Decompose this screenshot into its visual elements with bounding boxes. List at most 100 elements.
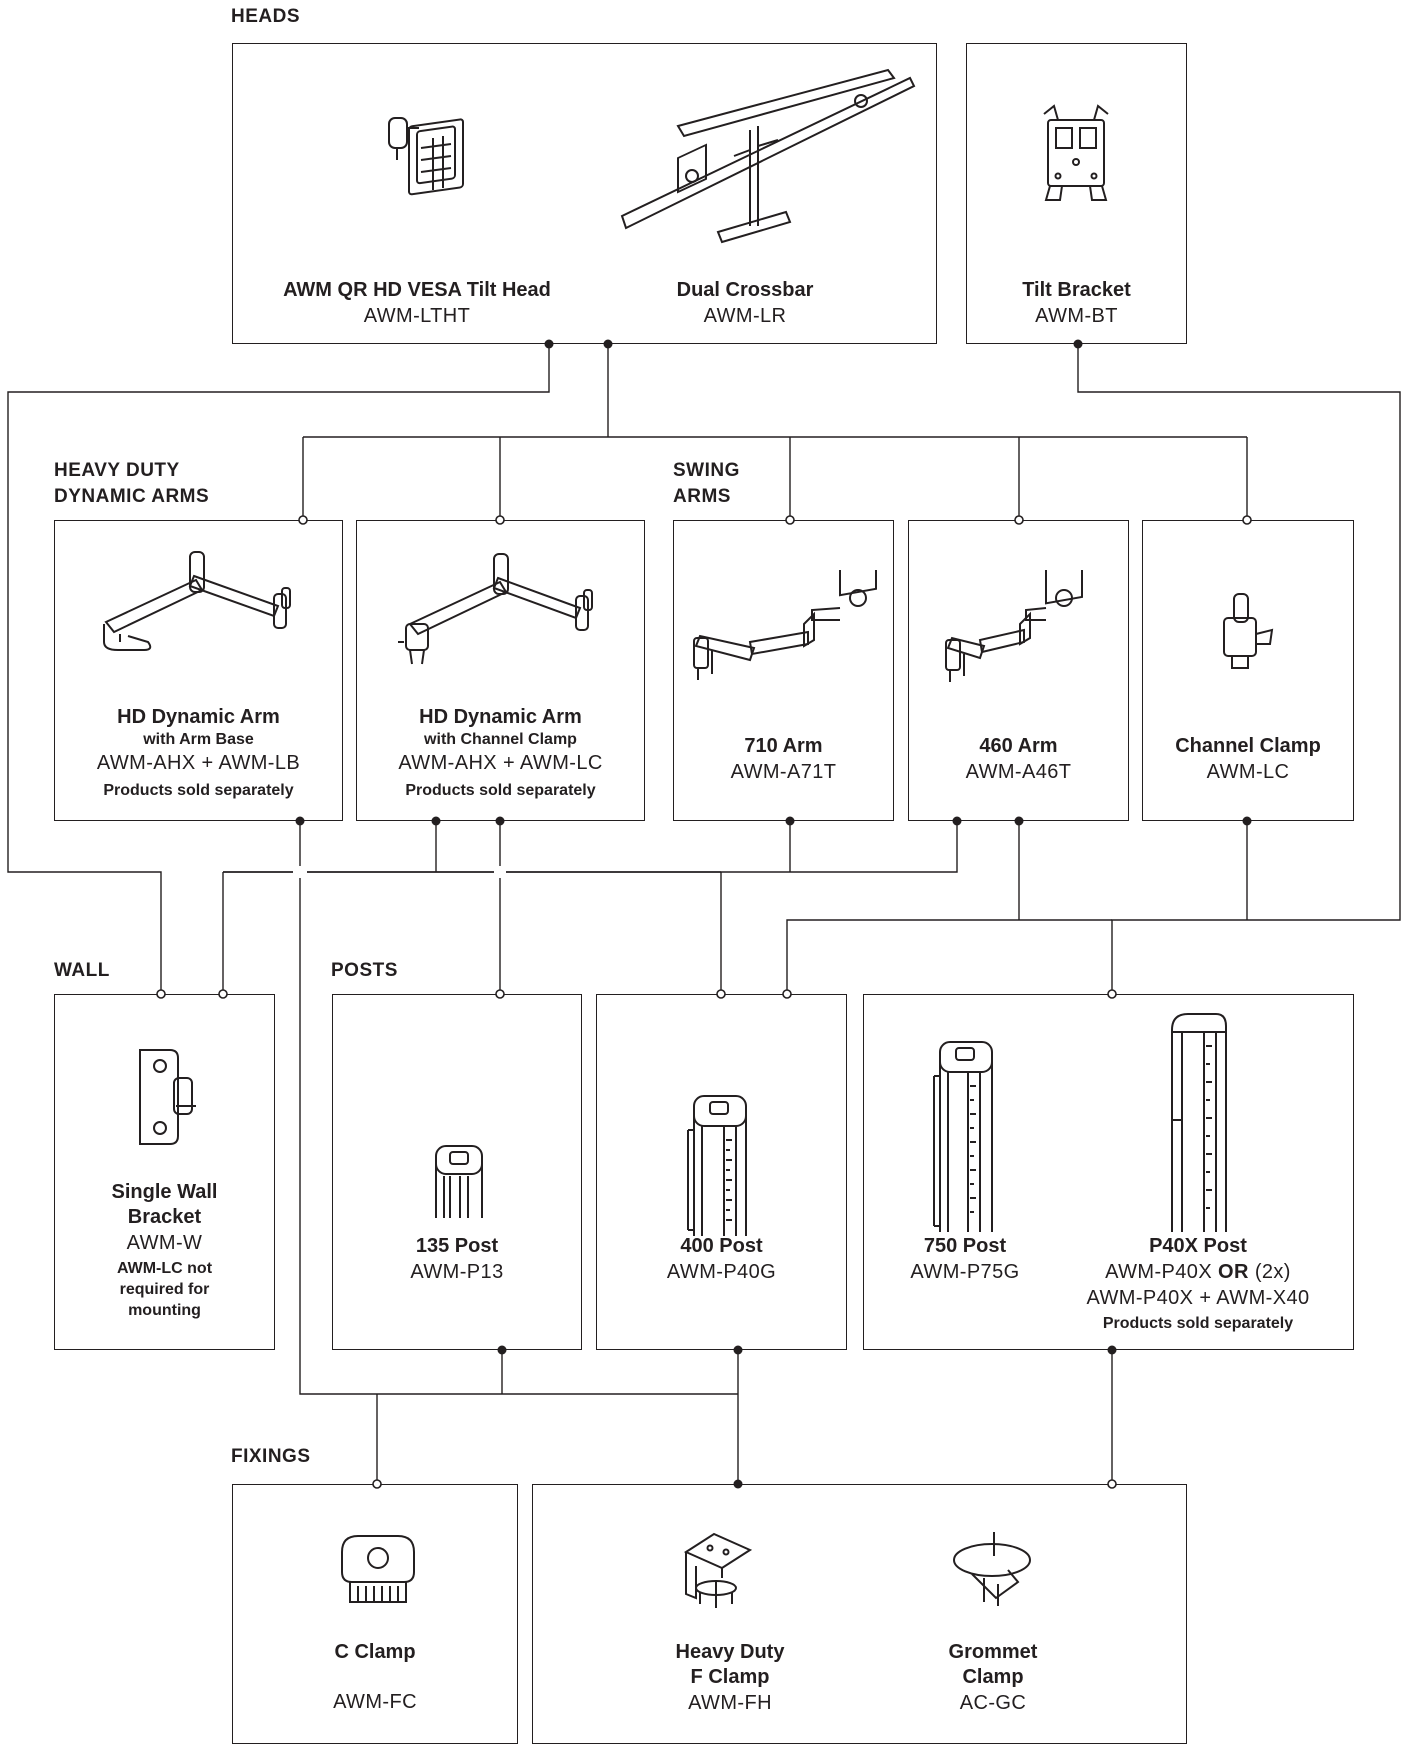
channel-clamp-name: Channel Clamp <box>1175 735 1321 757</box>
post-135-box <box>332 994 582 1350</box>
wall-bracket-note-line2: required for <box>119 1281 210 1298</box>
hd-arm-base-name: HD Dynamic Arm <box>117 706 280 728</box>
post-400-label: 400 Post AWM-P40G <box>596 1234 847 1285</box>
tilt-head-label: AWM QR HD VESA Tilt Head AWM-LTHT <box>252 278 582 329</box>
heading-heads: HEADS <box>231 6 301 27</box>
vesa-tilt-head-icon <box>388 117 464 196</box>
post-400-box <box>596 994 847 1350</box>
wall-bracket-note-line3: mounting <box>128 1302 201 1319</box>
wall-bracket-code: AWM-W <box>126 1232 203 1254</box>
tilt-bracket-name: Tilt Bracket <box>1022 279 1131 301</box>
f-clamp-name-line2: F Clamp <box>690 1666 770 1688</box>
c-clamp-icon <box>341 1535 415 1603</box>
hd-arm-clamp-code: AWM-AHX + AWM-LC <box>398 752 603 774</box>
arm-460-code: AWM-A46T <box>965 761 1072 783</box>
hd-arm-base-code: AWM-AHX + AWM-LB <box>96 752 301 774</box>
c-clamp-box <box>232 1484 518 1744</box>
tilt-bracket-code: AWM-BT <box>1035 305 1118 327</box>
heading-swing-arms-line1: SWING <box>673 460 740 481</box>
post-p40x-name: P40X Post <box>1149 1235 1247 1257</box>
heading-posts: POSTS <box>331 960 398 981</box>
tilt-head-code: AWM-LTHT <box>363 305 471 327</box>
post-750-code: AWM-P75G <box>910 1261 1020 1283</box>
channel-clamp-label: Channel Clamp AWM-LC <box>1142 734 1354 785</box>
channel-clamp-code: AWM-LC <box>1206 761 1290 783</box>
tilt-bracket-icon <box>1043 104 1109 201</box>
post-135-name: 135 Post <box>415 1235 499 1257</box>
tilt-head-name: AWM QR HD VESA Tilt Head <box>283 279 551 301</box>
heading-wall: WALL <box>54 960 110 981</box>
arm-460-name: 460 Arm <box>979 735 1058 757</box>
hd-arm-clamp-note: Products sold separately <box>405 782 596 799</box>
grommet-clamp-name-line1: Grommet <box>948 1641 1038 1663</box>
arm-710-label: 710 Arm AWM-A71T <box>673 734 894 785</box>
hd-arm-clamp-name: HD Dynamic Arm <box>419 706 582 728</box>
posts-large-box <box>863 994 1354 1350</box>
grommet-clamp-label: Grommet Clamp AC-GC <box>880 1640 1106 1716</box>
post-750-label: 750 Post AWM-P75G <box>880 1234 1050 1285</box>
heading-swing-arms-line2: ARMS <box>673 486 731 507</box>
post-p40x-icon <box>1171 1013 1227 1232</box>
wall-bracket-name-line1: Single Wall <box>111 1181 218 1203</box>
channel-clamp-box <box>1142 520 1354 821</box>
dual-crossbar-code: AWM-LR <box>703 305 787 327</box>
post-p40x-code-or: OR <box>1218 1261 1249 1283</box>
c-clamp-code: AWM-FC <box>333 1691 417 1713</box>
post-p40x-note: Products sold separately <box>1102 1315 1294 1332</box>
hd-arm-base-sub: with Arm Base <box>143 731 254 748</box>
arm-710-code: AWM-A71T <box>730 761 837 783</box>
post-p40x-code-b: (2x) <box>1254 1261 1291 1283</box>
arm-710-box <box>673 520 894 821</box>
grommet-clamp-code: AC-GC <box>959 1692 1027 1714</box>
tilt-bracket-box <box>966 43 1187 344</box>
hd-dynamic-arm-icon <box>103 551 291 651</box>
hd-arm-clamp-sub: with Channel Clamp <box>424 731 577 748</box>
f-clamp-icon <box>683 1532 753 1608</box>
tilt-bracket-label: Tilt Bracket AWM-BT <box>966 278 1187 329</box>
dual-crossbar-label: Dual Crossbar AWM-LR <box>620 278 870 329</box>
arm-460-label: 460 Arm AWM-A46T <box>908 734 1129 785</box>
heading-fixings: FIXINGS <box>231 1446 311 1467</box>
heading-hd-arms-line2: DYNAMIC ARMS <box>54 486 210 507</box>
heading-hd-arms: HEAVY DUTY DYNAMIC ARMS <box>54 458 209 510</box>
wall-bracket-name-line2: Bracket <box>127 1206 202 1228</box>
post-400-name: 400 Post <box>680 1235 763 1257</box>
dual-crossbar-name: Dual Crossbar <box>676 279 814 301</box>
hd-arm-clamp-box <box>356 520 645 821</box>
c-clamp-label: C Clamp AWM-FC <box>232 1640 518 1715</box>
wall-bracket-icon <box>139 1049 196 1145</box>
post-135-icon <box>435 1145 483 1218</box>
post-135-code: AWM-P13 <box>410 1261 504 1283</box>
swing-arm-710-icon <box>693 570 877 680</box>
f-clamp-code: AWM-FH <box>688 1692 772 1714</box>
post-p40x-code-line1: AWM-P40X OR (2x) <box>1050 1259 1346 1285</box>
post-p40x-code-line2: AWM-P40X + AWM-X40 <box>1086 1287 1310 1309</box>
wall-bracket-note-line1: AWM-LC not <box>116 1260 213 1277</box>
dual-crossbar-icon <box>620 68 916 244</box>
wall-bracket-label: Single Wall Bracket AWM-W AWM-LC not req… <box>54 1180 275 1321</box>
post-400-icon <box>687 1095 747 1236</box>
post-400-code: AWM-P40G <box>666 1261 777 1283</box>
channel-clamp-icon <box>1223 593 1274 669</box>
f-clamp-name-line1: Heavy Duty <box>675 1641 785 1663</box>
c-clamp-name: C Clamp <box>334 1641 416 1663</box>
post-750-icon <box>933 1041 993 1232</box>
hd-arm-base-box <box>54 520 343 821</box>
hd-arm-clamp-label: HD Dynamic Arm with Channel Clamp AWM-AH… <box>356 705 645 802</box>
heads-box <box>232 43 937 344</box>
swing-arm-460-icon <box>945 570 1083 682</box>
grommet-clamp-icon <box>953 1532 1031 1606</box>
heading-hd-arms-line1: HEAVY DUTY <box>54 460 180 481</box>
heading-swing-arms: SWING ARMS <box>673 458 740 510</box>
arm-710-name: 710 Arm <box>744 735 823 757</box>
fixings-box <box>532 1484 1187 1744</box>
hd-arm-base-note: Products sold separately <box>103 782 294 799</box>
post-p40x-code-a: AWM-P40X <box>1105 1261 1213 1283</box>
f-clamp-label: Heavy Duty F Clamp AWM-FH <box>610 1640 850 1716</box>
grommet-clamp-name-line2: Clamp <box>962 1666 1024 1688</box>
post-135-label: 135 Post AWM-P13 <box>332 1234 582 1285</box>
post-p40x-label: P40X Post AWM-P40X OR (2x) AWM-P40X + AW… <box>1050 1234 1346 1335</box>
post-750-name: 750 Post <box>923 1235 1007 1257</box>
hd-arm-base-label: HD Dynamic Arm with Arm Base AWM-AHX + A… <box>54 705 343 802</box>
